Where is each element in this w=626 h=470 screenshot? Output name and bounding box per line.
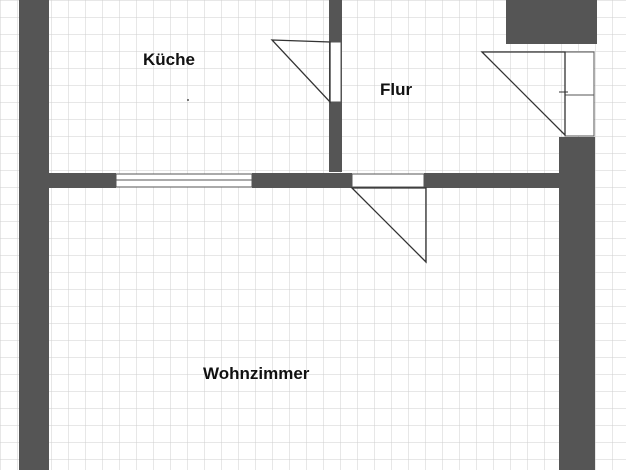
right-wall-lower (559, 137, 595, 470)
partition-wall-segment-3 (424, 173, 560, 188)
hall-entry-door-swing (480, 51, 566, 137)
walls (19, 0, 597, 470)
room-label-hallway: Flur (380, 80, 412, 99)
top-right-pillar (506, 0, 597, 44)
partition-wall-segment-1 (49, 173, 116, 188)
hall-door-opening (351, 173, 425, 188)
openings (115, 41, 595, 188)
room-label-kitchen: Küche (143, 50, 195, 69)
right-window (564, 51, 595, 137)
partition-wall-segment-2 (252, 173, 352, 188)
living-room-door-swing (350, 187, 427, 264)
kitchen-door-swing (270, 39, 331, 104)
door-swings (270, 39, 566, 264)
left-wall (19, 0, 49, 470)
kitchen-door-opening (329, 41, 342, 103)
room-label-living-room: Wohnzimmer (203, 364, 310, 383)
